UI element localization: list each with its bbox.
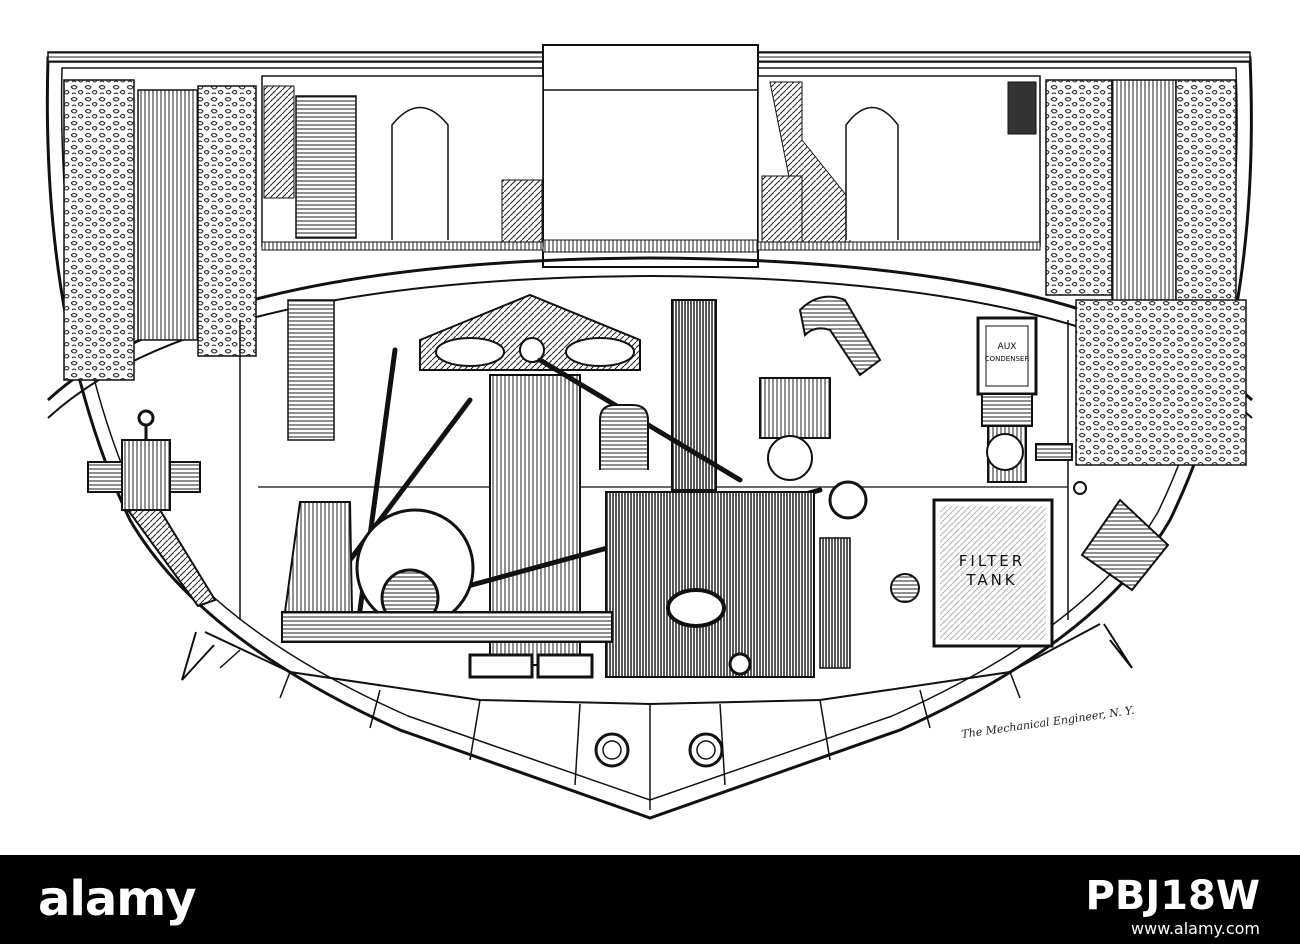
bilge-keel-left (181, 631, 215, 681)
ladder (287, 299, 335, 441)
central-hatch (542, 44, 759, 268)
elbow-pipe (599, 404, 649, 470)
aux-condenser-label-line1: AUX (998, 342, 1017, 352)
image-id: PBJ18W (1085, 873, 1260, 919)
filter-tank: FILTER TANK (932, 498, 1054, 648)
valve-gear (759, 377, 831, 439)
small-tank (890, 573, 920, 603)
side-valve-right (1073, 481, 1170, 592)
filter-tank-label-line1: FILTER (959, 552, 1025, 570)
bilge-keel-right (1103, 623, 1133, 669)
filter-tank-label-line2: TANK (965, 571, 1017, 589)
coal-bunker-left (63, 79, 257, 381)
door-right (845, 106, 899, 240)
aux-condenser: AUX CONDENSER (976, 316, 1073, 483)
coal-bunker-right (1045, 79, 1247, 466)
exhaust-bend (798, 295, 882, 377)
bottom-porthole-left (594, 732, 630, 768)
upper-compartment-right (757, 75, 1041, 251)
alamy-logo: alamy (38, 871, 197, 927)
diagram-canvas: AUX CONDENSER FILTER TANK The Mechanical… (45, 44, 1254, 820)
bottom-porthole-right (688, 732, 724, 768)
engine-room-cross-section: AUX CONDENSER FILTER TANK The Mechanical… (45, 44, 1254, 820)
site-url: www.alamy.com (1131, 919, 1260, 938)
engine-room (239, 293, 1069, 679)
door-left (391, 106, 449, 240)
aux-condenser-label-line2: CONDENSER (985, 355, 1030, 363)
engraver-credit: The Mechanical Engineer, N. Y. (961, 704, 1136, 741)
main-condenser (605, 491, 815, 678)
watermark-bar: alamy PBJ18W www.alamy.com (0, 855, 1300, 944)
side-valve-left (87, 409, 217, 608)
upper-compartment-left (261, 75, 544, 251)
upper-deck (47, 44, 1251, 268)
